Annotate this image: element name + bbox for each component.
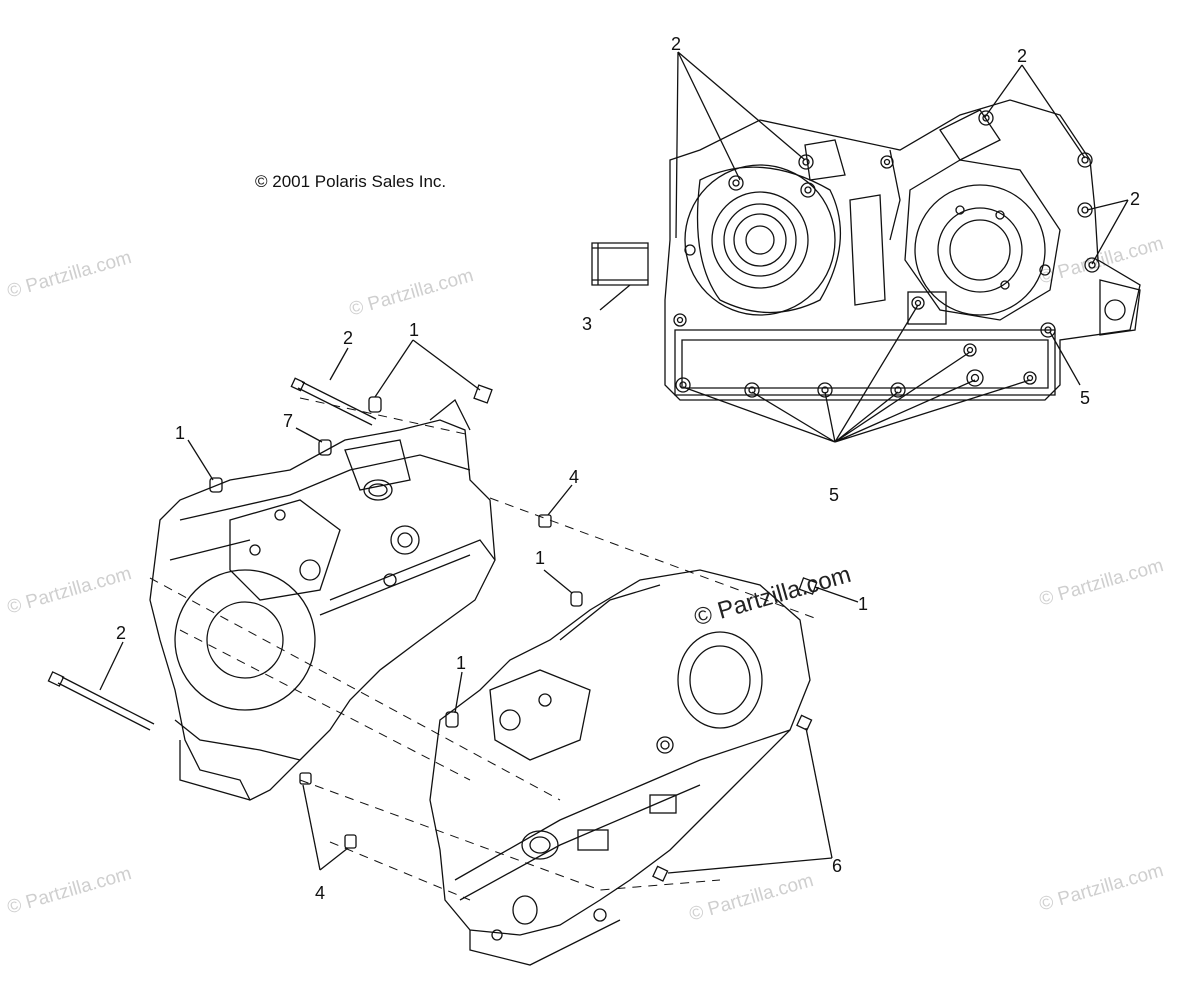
callout-1: 1 — [535, 548, 546, 568]
long-bolt-upper — [290, 377, 377, 426]
callout-4: 4 — [315, 883, 326, 903]
callout-6: 6 — [832, 856, 843, 876]
leader-lines — [99, 339, 859, 874]
callout-1: 1 — [409, 320, 420, 340]
copyright-notice: © 2001 Polaris Sales Inc. — [255, 172, 447, 191]
right-crankcase-half — [429, 569, 811, 966]
callout-1: 1 — [175, 423, 186, 443]
callout-5: 5 — [1080, 388, 1091, 408]
long-bolt-lower — [47, 671, 155, 731]
bolt-holes — [673, 110, 1100, 398]
callout-2: 2 — [1017, 46, 1028, 66]
alignment-lines — [149, 397, 821, 901]
callout-2: 2 — [343, 328, 354, 348]
callout-4: 4 — [569, 467, 580, 487]
crankcase-face-view — [664, 51, 1141, 443]
callout-2: 2 — [116, 623, 127, 643]
callout-5: 5 — [829, 485, 840, 505]
sleeve-part-3 — [591, 242, 649, 311]
left-crankcase-half — [149, 398, 496, 801]
callout-1: 1 — [858, 594, 869, 614]
callout-7: 7 — [283, 411, 294, 431]
callout-2: 2 — [671, 34, 682, 54]
callout-1: 1 — [456, 653, 467, 673]
callout-2: 2 — [1130, 189, 1141, 209]
callout-3: 3 — [582, 314, 593, 334]
